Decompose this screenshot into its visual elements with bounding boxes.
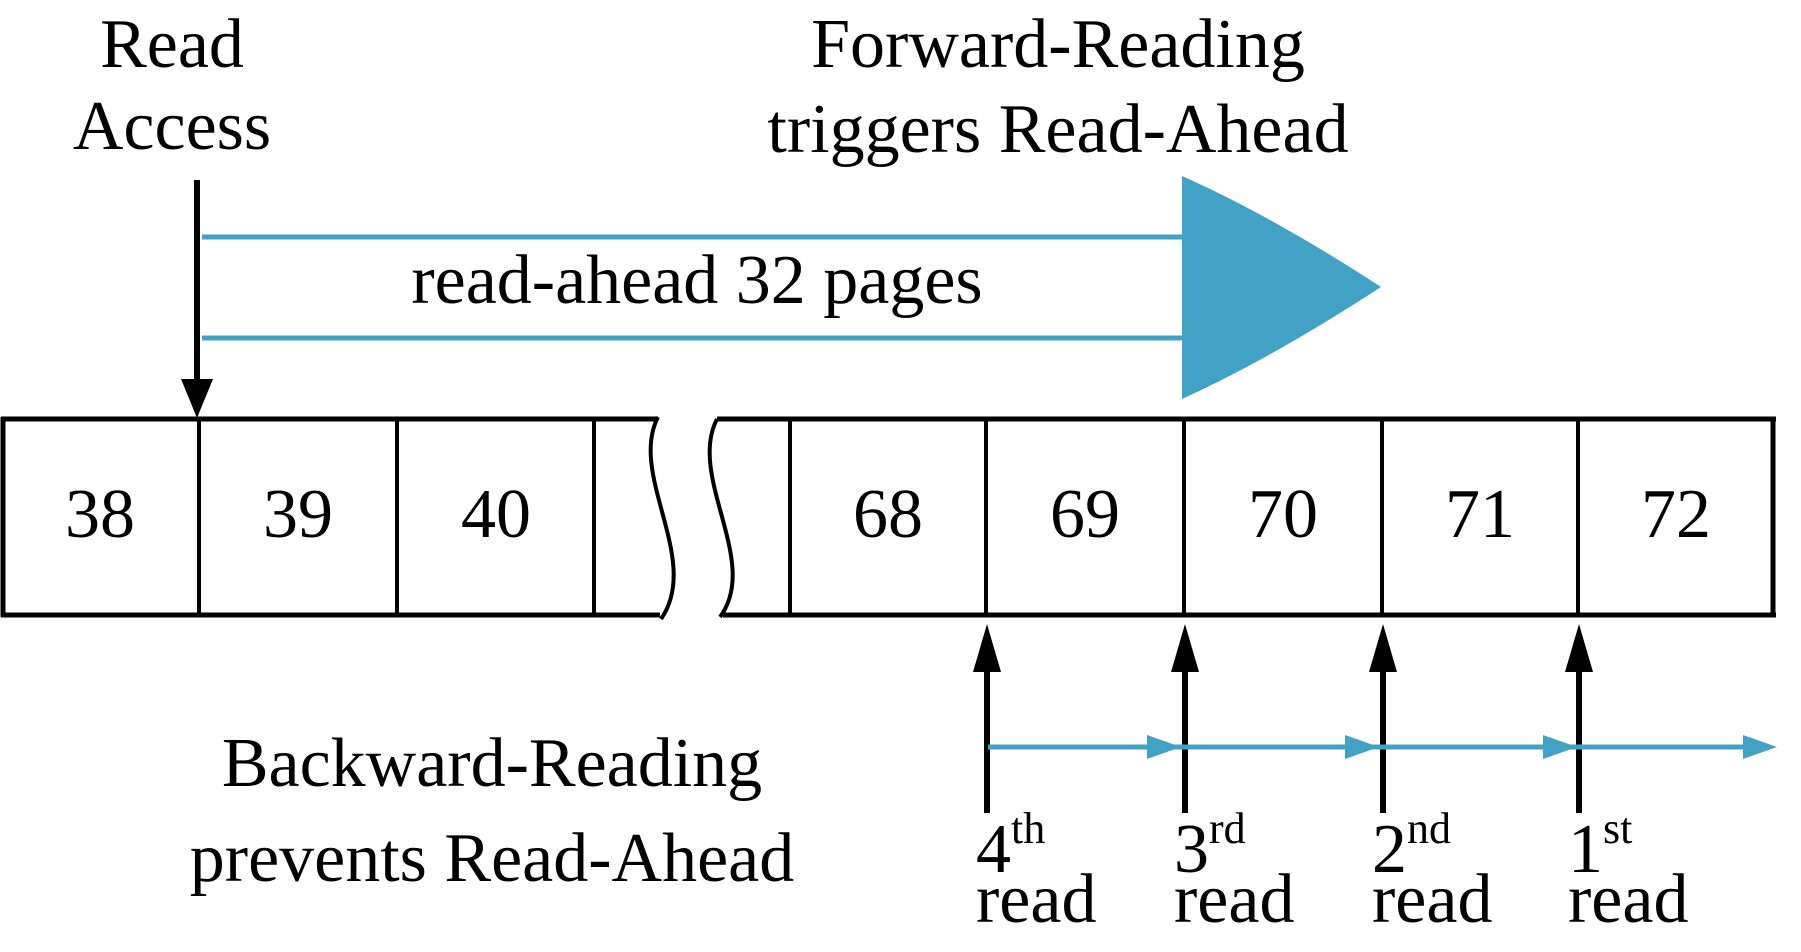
read-label-1st: 1st read — [1568, 804, 1689, 938]
forward-reading-line2: triggers Read-Ahead — [767, 91, 1349, 168]
ordinal-suffix: nd — [1407, 804, 1451, 853]
read-label-4th: 4th read — [976, 804, 1097, 938]
page-cell-40: 40 — [461, 476, 531, 553]
page-cell-69: 69 — [1050, 476, 1120, 553]
read-ahead-pages-label: read-ahead 32 pages — [411, 242, 983, 319]
ordinal-suffix: th — [1011, 804, 1046, 853]
read-label-4th-ordinal: 4th — [976, 804, 1046, 888]
page-cell-71: 71 — [1445, 476, 1515, 553]
read-label-3rd: 3rd read — [1174, 804, 1295, 938]
read-label-2nd-ordinal: 2nd — [1372, 804, 1451, 888]
backward-read-arrow-1st — [1565, 624, 1593, 813]
page-cell-38: 38 — [65, 476, 135, 553]
ordinal-suffix: rd — [1209, 804, 1246, 853]
break-squiggle-right — [707, 418, 735, 619]
read-label-2nd-word: read — [1372, 861, 1493, 938]
backward-reading-line2: prevents Read-Ahead — [189, 820, 795, 897]
forward-reading-label: Forward-Reading triggers Read-Ahead — [708, 2, 1408, 172]
read-sequence-head-3 — [1543, 735, 1577, 759]
read-sequence-head-1 — [1147, 735, 1181, 759]
backward-read-arrow-3rd — [1171, 624, 1199, 813]
break-squiggle-left — [648, 416, 676, 621]
backward-read-arrow-4th — [973, 624, 1001, 813]
page-cell-72: 72 — [1641, 476, 1711, 553]
read-label-4th-word: read — [976, 861, 1097, 938]
forward-reading-line1: Forward-Reading — [811, 6, 1305, 83]
read-label-3rd-ordinal: 3rd — [1174, 804, 1246, 888]
read-sequence-head-4 — [1743, 735, 1777, 759]
backward-read-arrow-2nd — [1369, 624, 1397, 813]
backward-reading-line1: Backward-Reading — [221, 725, 763, 802]
page-cell-39: 39 — [263, 476, 333, 553]
read-label-1st-ordinal: 1st — [1568, 804, 1633, 888]
read-access-line2: Access — [72, 88, 272, 165]
read-ahead-arrow-head — [1182, 176, 1381, 399]
read-access-line1: Read — [100, 6, 244, 83]
read-sequence-head-2 — [1345, 735, 1379, 759]
read-access-label: Read Access — [0, 4, 422, 168]
read-label-3rd-word: read — [1174, 861, 1295, 938]
ordinal-suffix: st — [1603, 804, 1633, 853]
page-cell-70: 70 — [1248, 476, 1318, 553]
read-label-1st-word: read — [1568, 861, 1689, 938]
read-label-2nd: 2nd read — [1372, 804, 1493, 938]
backward-reading-label: Backward-Reading prevents Read-Ahead — [142, 716, 842, 906]
page-cell-68: 68 — [853, 476, 923, 553]
read-access-arrow-head — [181, 379, 213, 418]
